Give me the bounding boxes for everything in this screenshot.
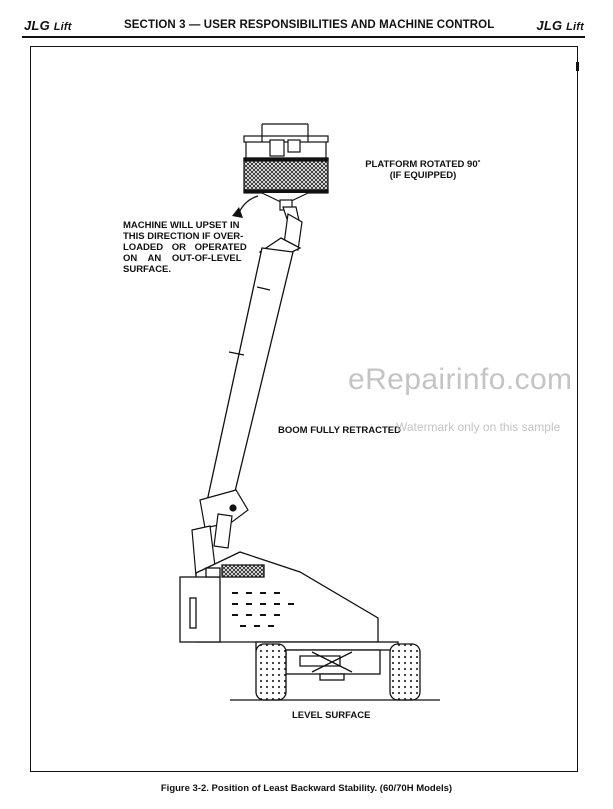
brand-right: JLG Lift xyxy=(536,18,584,33)
platform-basket xyxy=(243,123,329,211)
figure-frame xyxy=(30,46,578,772)
label-upset-line1: MACHINE WILL UPSET IN xyxy=(123,220,240,231)
label-upset-line3: LOADED OR OPERATED xyxy=(123,242,247,253)
brand-left-name: JLG xyxy=(24,18,50,33)
wheels xyxy=(255,643,421,701)
brand-right-small: Lift xyxy=(566,21,584,33)
label-platform-line2: (IF EQUIPPED) xyxy=(389,170,457,181)
chassis xyxy=(255,641,399,681)
figure-caption: Figure 3-2. Position of Least Backward S… xyxy=(160,783,453,794)
turntable-counterweight xyxy=(179,551,379,643)
label-upset-line4: ON AN OUT-OF-LEVEL xyxy=(123,253,242,264)
label-platform-line1: PLATFORM ROTATED 90˚ xyxy=(365,159,481,170)
label-machine-upset: MACHINE WILL UPSET IN THIS DIRECTION IF … xyxy=(123,220,255,275)
counterweight-vents xyxy=(232,592,294,627)
label-platform-rotated: PLATFORM ROTATED 90˚ (IF EQUIPPED) xyxy=(358,159,488,181)
label-upset-line2: THIS DIRECTION IF OVER- xyxy=(123,231,244,242)
brand-left-small: Lift xyxy=(53,21,72,33)
page-header: JLG Lift SECTION 3 — USER RESPONSIBILITI… xyxy=(24,14,584,36)
boom xyxy=(205,237,302,513)
brand-right-name: JLG xyxy=(536,18,563,33)
label-boom-fully-retracted: BOOM FULLY RETRACTED xyxy=(278,425,401,436)
header-rule xyxy=(22,36,585,38)
boom-lift-cylinder xyxy=(191,489,249,577)
watermark-text: eRepairinfo.com xyxy=(348,363,573,396)
watermark-subtext: Watermark only on this sample xyxy=(396,420,561,434)
upset-direction-arrow xyxy=(232,195,259,218)
brand-left: JLG Lift xyxy=(24,18,72,33)
label-level-surface: LEVEL SURFACE xyxy=(292,710,371,721)
platform-rotator xyxy=(282,206,303,251)
frame-corner-mark xyxy=(576,62,579,71)
label-upset-line5: SURFACE. xyxy=(123,264,172,275)
section-title: SECTION 3 — USER RESPONSIBILITIES AND MA… xyxy=(124,19,495,31)
